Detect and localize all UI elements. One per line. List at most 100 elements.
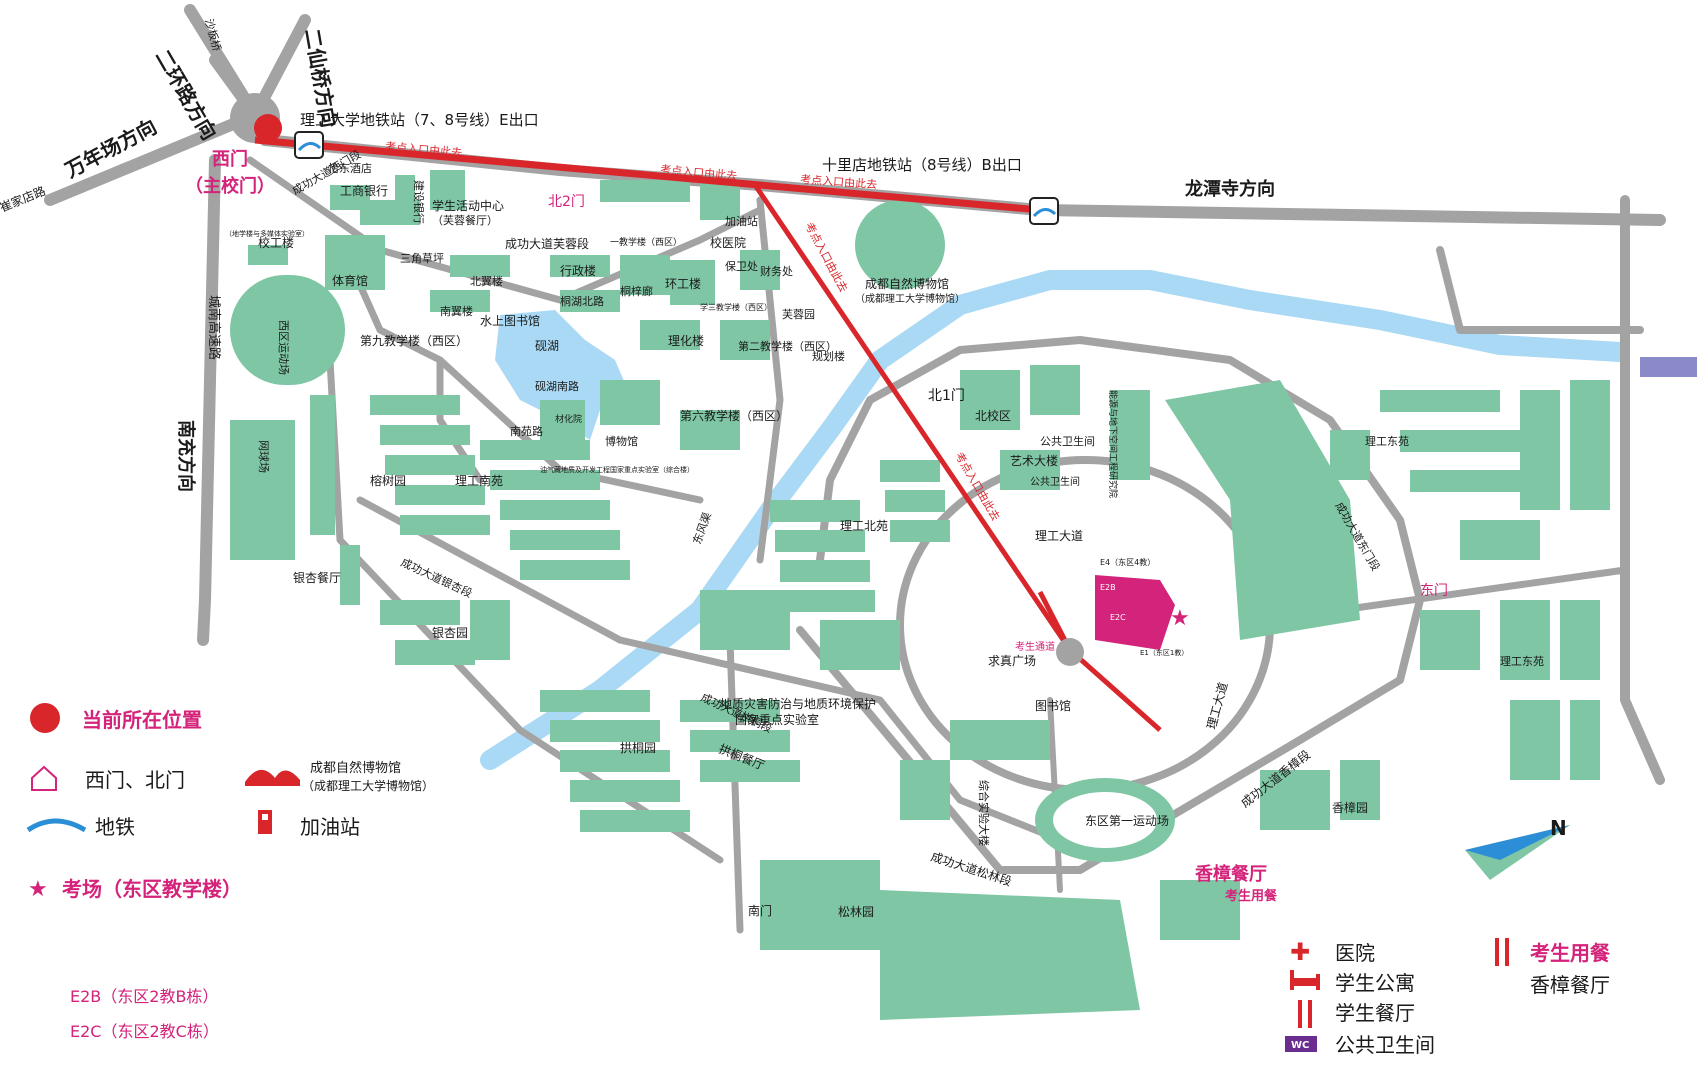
label-qiuzhen: 求真广场 bbox=[988, 654, 1036, 668]
route-label-3: 考点入口由此去 bbox=[800, 172, 878, 191]
label-xiangzhang-canteen: 香樟餐厅 bbox=[1194, 863, 1267, 885]
label-dizhi2: 国家重点实验室 bbox=[735, 712, 819, 727]
label-kaosheng-rukou: 考生通道 bbox=[1015, 640, 1055, 653]
metro-icon-east bbox=[1029, 197, 1059, 225]
label-tongzi: 桐梓廊 bbox=[620, 284, 653, 298]
legend-exam-meal-icon bbox=[1495, 938, 1509, 966]
label-student-center: 学生活动中心 bbox=[432, 198, 504, 213]
label-yidong: 怡东酒店 bbox=[328, 161, 372, 175]
east-campus-blocks bbox=[1330, 380, 1610, 780]
label-songlin: 松林园 bbox=[838, 905, 874, 919]
label-rongshu: 榕树园 bbox=[370, 473, 406, 488]
legend-dorm: 学生公寓 bbox=[1335, 971, 1415, 995]
label-museum-sub: （成都理工大学博物馆） bbox=[855, 292, 965, 305]
label-youqi: 油气藏地质及开发工程国家重点实验室（综合楼） bbox=[540, 465, 694, 474]
legend: 当前所在位置 西门、北门 成都自然博物馆 （成都理工大学博物馆） 地铁 加油站 … bbox=[26, 703, 1611, 1057]
label-chenggong-fr: 成功大道芙蓉段 bbox=[505, 236, 589, 251]
legend-dorm-icon bbox=[1290, 970, 1320, 990]
label-yishu: 艺术大楼 bbox=[1010, 453, 1058, 468]
label-ligong-dongyuan-1: 理工东苑 bbox=[1365, 435, 1409, 448]
legend-metro: 地铁 bbox=[95, 815, 135, 839]
legend-metro-icon bbox=[26, 818, 87, 833]
legend-gate-icon bbox=[31, 765, 57, 791]
west-dorm-blocks bbox=[340, 395, 630, 665]
legend-gas: 加油站 bbox=[300, 815, 360, 839]
dir-nanchong: 南充方向 bbox=[175, 420, 197, 492]
label-gongtong-yuan: 拱桐园 bbox=[620, 741, 656, 755]
legend-canteen: 学生餐厅 bbox=[1335, 1001, 1415, 1025]
label-lihua: 理化楼 bbox=[668, 333, 704, 348]
label-yanhu: 砚湖 bbox=[535, 338, 559, 353]
legend-wc-icon bbox=[1285, 1036, 1317, 1052]
label-caicai: 材化院 bbox=[555, 413, 582, 425]
exam-building bbox=[1095, 575, 1175, 650]
label-chenggong-yg: 成功大道银杏段 bbox=[399, 555, 475, 600]
label-bowuguan: 博物馆 bbox=[605, 434, 638, 448]
label-dongfeng: 东风渠 bbox=[691, 511, 715, 546]
label-nanyi: 南翼楼 bbox=[440, 304, 473, 318]
label-nanyuan: 南苑路 bbox=[510, 425, 543, 438]
label-xiaoyiyuan: 校医院 bbox=[710, 235, 746, 250]
label-jiujiao: 第九教学楼（西区） bbox=[360, 333, 468, 348]
label-gongwei-1: 公共卫生间 bbox=[1040, 434, 1095, 448]
label-ligong-dadao-2: 理工大道 bbox=[1204, 681, 1230, 731]
label-yinxing-canteen: 银杏餐厅 bbox=[293, 570, 341, 585]
gate-north1: 北1门 bbox=[928, 388, 965, 404]
label-jiayouzhan: 加油站 bbox=[725, 214, 758, 228]
label-erjiao: 第二教学楼（西区） bbox=[738, 339, 837, 353]
south-west-blocks bbox=[540, 590, 900, 832]
label-xingzheng: 行政楼 bbox=[560, 263, 596, 278]
label-ligong-dadao: 理工大道 bbox=[1035, 529, 1083, 543]
label-xiaogong: 校工楼 bbox=[258, 235, 294, 250]
label-museum: 成都自然博物馆 bbox=[865, 276, 949, 291]
label-dongqu-field: 东区第一运动场 bbox=[1085, 814, 1169, 828]
label-guihua: 规划楼 bbox=[812, 349, 845, 363]
label-tonghu: 桐湖北路 bbox=[560, 294, 604, 308]
label-e2c: E2C bbox=[1110, 613, 1126, 622]
label-yijiao: 一教学楼（西区） bbox=[610, 236, 682, 248]
route-label-4: 考点入口由此去 bbox=[802, 220, 851, 295]
label-sanjiao-x: 学三教学楼（西区） bbox=[700, 302, 772, 312]
legend-e2c: E2C（东区2教C栋） bbox=[70, 1022, 219, 1041]
gate-south: 南门 bbox=[748, 903, 772, 918]
label-tushuguan: 图书馆 bbox=[1035, 698, 1071, 713]
label-zonghe: 综合实验大楼 bbox=[977, 780, 991, 846]
label-furong-yuan: 芙蓉园 bbox=[782, 307, 815, 321]
route-label-2: 考点入口由此去 bbox=[660, 162, 738, 183]
route-label-1: 考点入口由此去 bbox=[385, 139, 463, 160]
label-liujiao: 第六教学楼（西区） bbox=[680, 408, 788, 423]
legend-wc-icon-text: WC bbox=[1291, 1040, 1309, 1051]
label-wangqiu: 网球场 bbox=[257, 440, 271, 473]
gate-west: 西门 bbox=[212, 148, 248, 170]
label-yinghu: 砚湖南路 bbox=[535, 380, 579, 393]
gate-north2: 北2门 bbox=[548, 194, 585, 210]
label-e2b: E2B bbox=[1100, 583, 1116, 592]
river-end bbox=[1640, 357, 1697, 377]
label-sanjiao: 三角草坪 bbox=[400, 252, 444, 265]
label-gongwei-2: 公共卫生间 bbox=[1030, 475, 1080, 488]
buildings bbox=[230, 170, 1610, 1020]
label-ligong-nanyuan: 理工南苑 bbox=[455, 473, 503, 488]
label-ligong-beiyuan: 理工北苑 bbox=[840, 519, 888, 533]
metro-shilidian-label: 十里店地铁站（8号线）B出口 bbox=[822, 156, 1022, 174]
label-xiyuan-field: 西区运动场 bbox=[277, 320, 291, 375]
label-baowei: 保卫处 bbox=[725, 259, 758, 273]
label-yinxing-yuan: 银杏园 bbox=[432, 626, 468, 640]
label-beixiao: 北校区 bbox=[975, 408, 1011, 423]
label-kaosheng-yongcan: 考生用餐 bbox=[1225, 888, 1278, 904]
label-beiyi: 北翼楼 bbox=[470, 274, 503, 288]
metro-ligong-label: 理工大学地铁站（7、8号线）E出口 bbox=[300, 111, 539, 129]
route-path bbox=[254, 136, 1162, 732]
yanhu-lake bbox=[495, 310, 630, 440]
label-ligong-dongyuan-2: 理工东苑 bbox=[1500, 655, 1544, 668]
dir-longtan: 龙潭寺方向 bbox=[1185, 178, 1275, 200]
legend-museum: 成都自然博物馆 bbox=[310, 760, 401, 776]
legend-exam-meal: 考生用餐 bbox=[1530, 941, 1611, 965]
legend-wc: 公共卫生间 bbox=[1335, 1033, 1435, 1057]
label-huangong: 环工楼 bbox=[665, 276, 701, 291]
label-e4: E4（东区4教） bbox=[1100, 557, 1155, 567]
label-e1: E1（东区1教） bbox=[1140, 648, 1188, 657]
label-xiangzhang-yuan: 香樟园 bbox=[1332, 800, 1368, 815]
label-furong-canteen: （芙蓉餐厅） bbox=[432, 213, 498, 227]
